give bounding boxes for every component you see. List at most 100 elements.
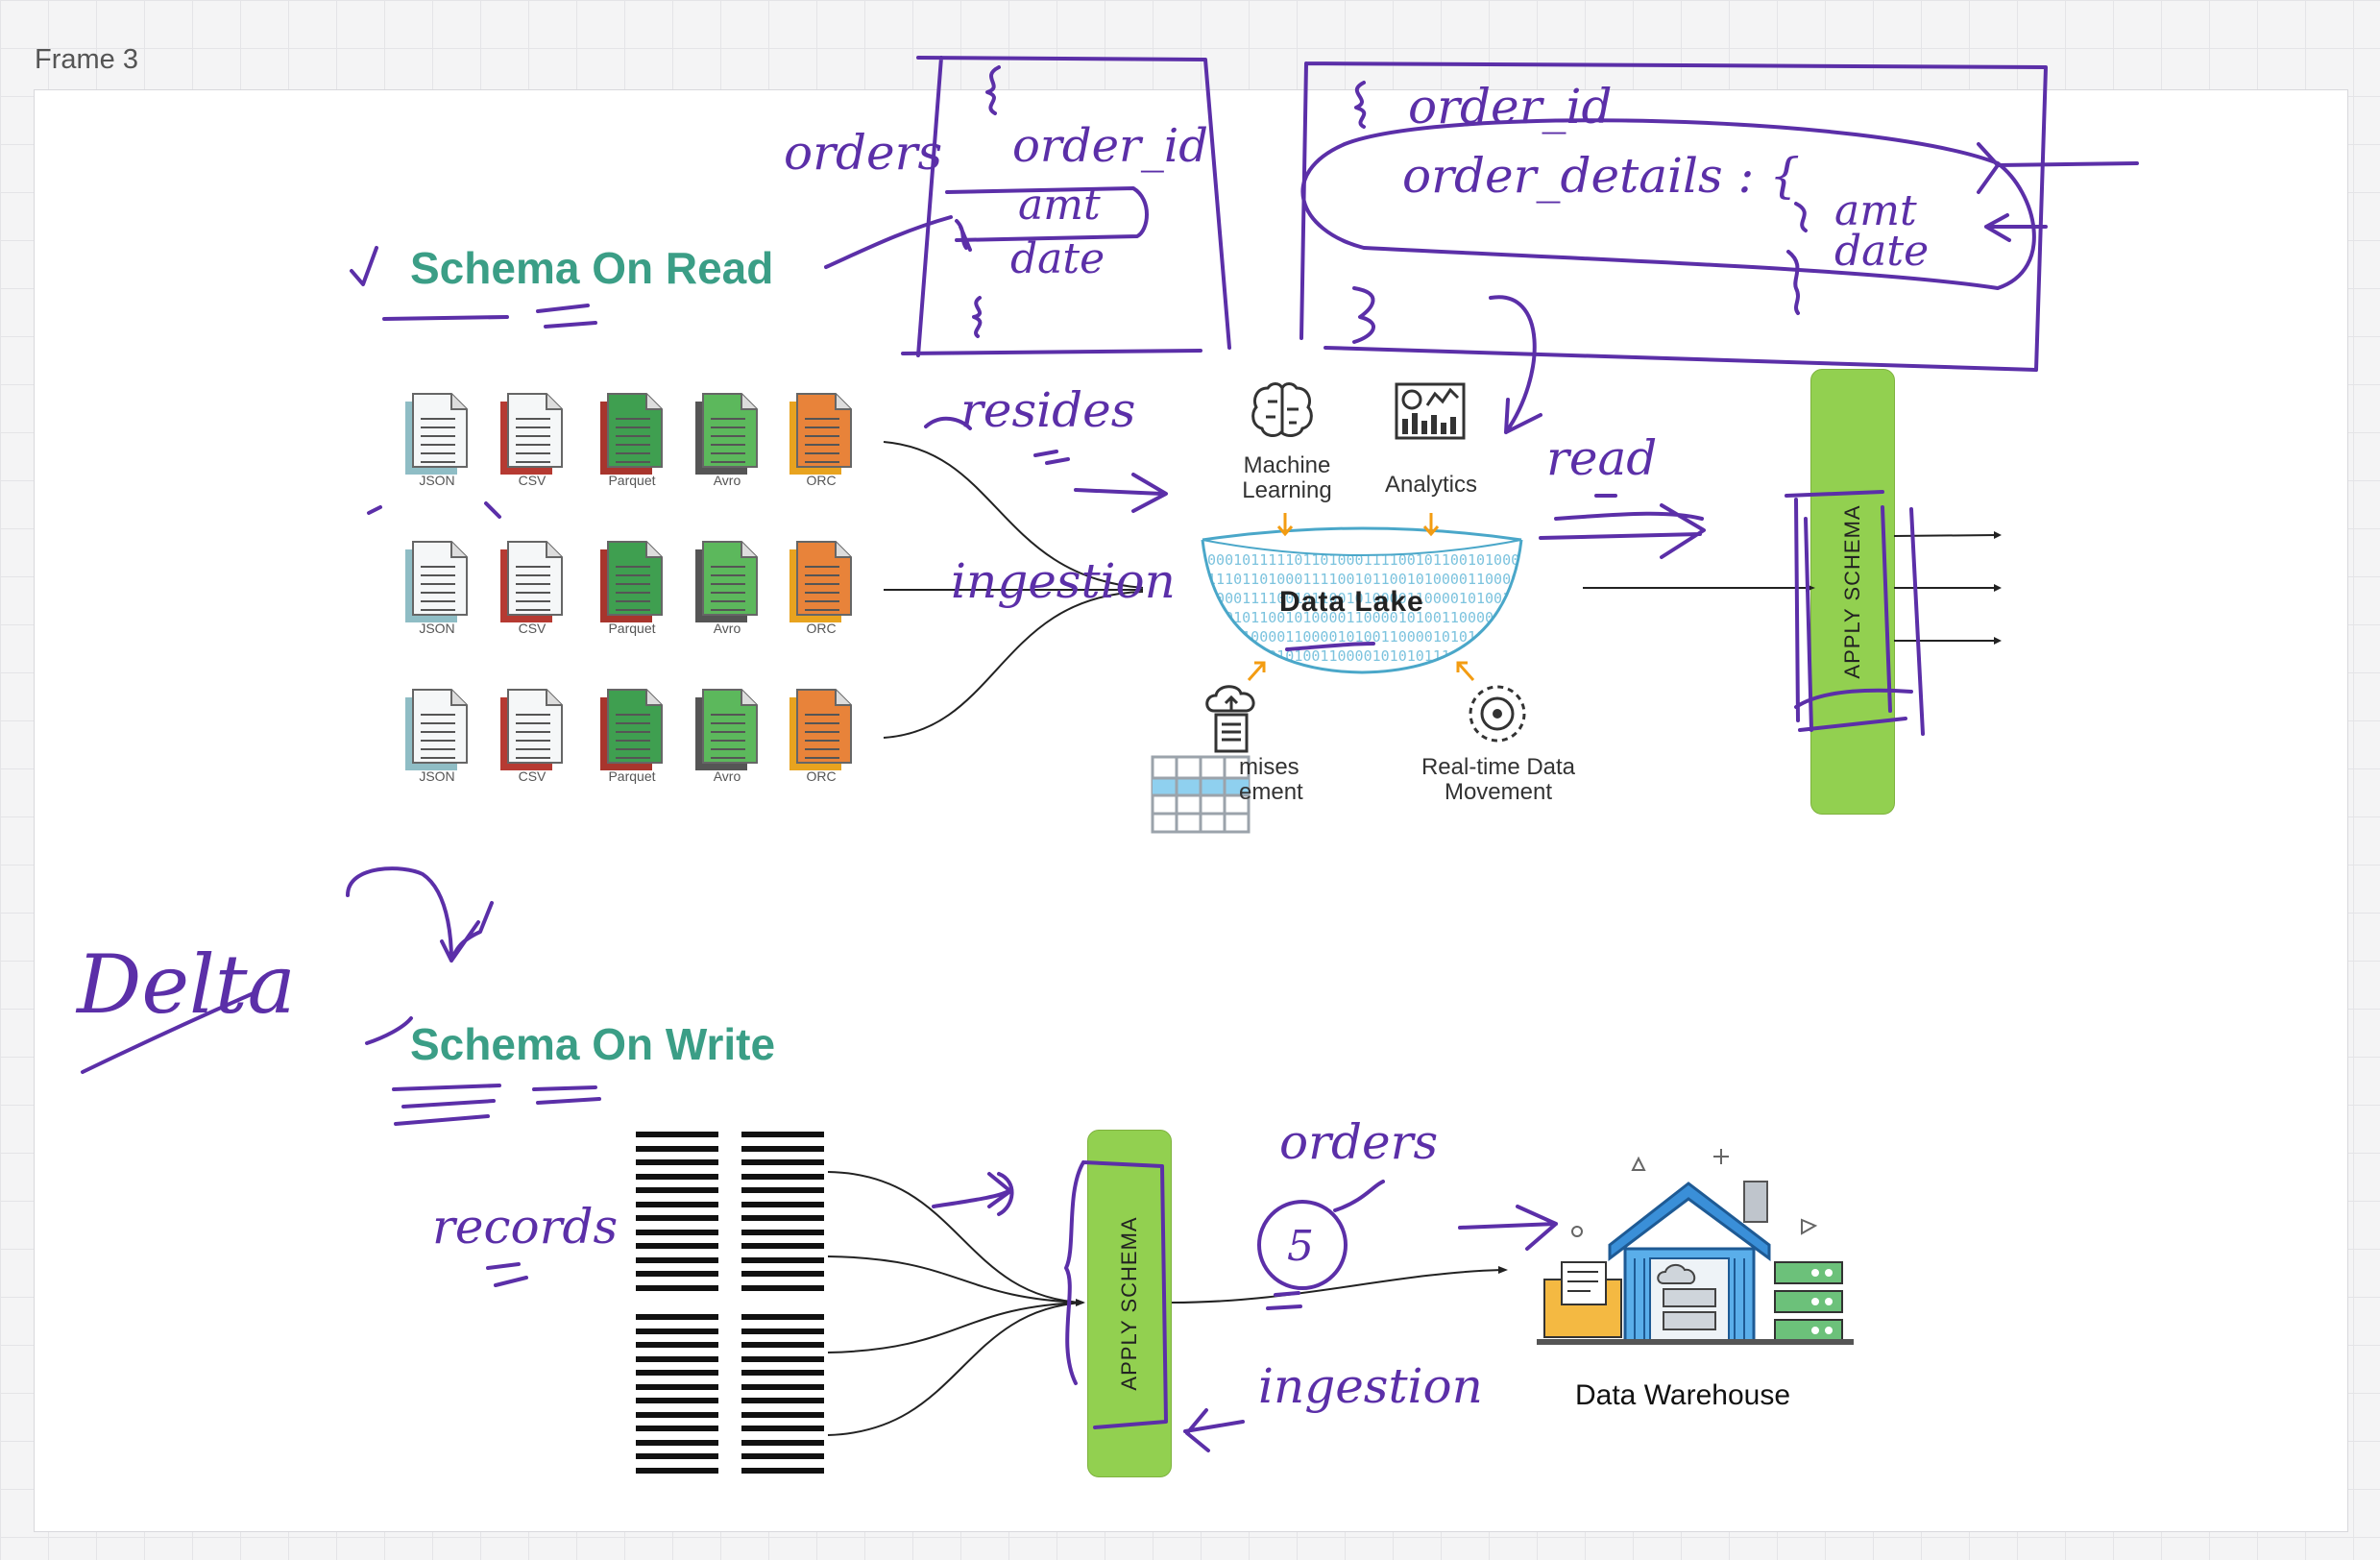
table-icon <box>1151 755 1251 834</box>
svg-text:000010111110110100011110010110: 0000101111101101000111100101100101000011 <box>1199 551 1525 569</box>
orc-file-label: ORC <box>806 473 837 488</box>
record-line <box>636 1370 718 1376</box>
record-line <box>636 1145 718 1152</box>
json-file-label: JSON <box>419 768 455 784</box>
record-line <box>741 1328 824 1334</box>
csv-file-label: CSV <box>518 621 546 636</box>
json-file-icon <box>405 393 468 475</box>
csv-file-label: CSV <box>518 768 546 784</box>
avro-file-icon <box>695 541 758 622</box>
json-file-label: JSON <box>419 473 455 488</box>
record-line <box>741 1187 824 1193</box>
signal-icon <box>1469 685 1526 743</box>
warehouse-icon <box>1537 1149 1854 1345</box>
avro-file-icon <box>695 393 758 475</box>
record-line <box>741 1132 824 1137</box>
record-line <box>741 1314 824 1320</box>
record-line <box>741 1159 824 1165</box>
parquet-file-icon <box>600 689 663 770</box>
record-line <box>741 1201 824 1207</box>
record-line <box>741 1398 824 1403</box>
schema-on-write-title: Schema On Write <box>410 1019 776 1069</box>
record-line <box>741 1383 824 1390</box>
record-line <box>636 1271 718 1277</box>
record-line <box>636 1201 718 1207</box>
record-line <box>741 1229 824 1235</box>
record-line <box>741 1467 824 1474</box>
record-line <box>741 1355 824 1362</box>
dashboard-icon <box>1395 382 1466 440</box>
parquet-file-icon <box>600 393 663 475</box>
cloud-upload-icon <box>1205 685 1255 753</box>
parquet-file-label: Parquet <box>608 768 656 784</box>
csv-file-label: CSV <box>518 473 546 488</box>
brain-icon <box>1251 382 1313 437</box>
avro-file-label: Avro <box>713 768 741 784</box>
record-line <box>636 1328 718 1334</box>
record-line <box>636 1426 718 1431</box>
record-line <box>636 1355 718 1362</box>
record-line <box>741 1256 824 1263</box>
record-line <box>636 1383 718 1390</box>
apply-schema-read-label: APPLY SCHEMA <box>1840 504 1864 679</box>
avro-file-icon <box>695 689 758 770</box>
record-line <box>636 1173 718 1180</box>
realtime-label: Real-time Data Movement <box>1421 754 1576 806</box>
record-line <box>741 1271 824 1277</box>
record-line <box>636 1439 718 1446</box>
svg-text:110010110010100001100001010011: 1100101100101000011000010100110000101010 <box>1199 609 1525 626</box>
svg-text:010001111001011001010000110000: 0100011110010110010100001100001010011000 <box>1199 590 1525 607</box>
record-line <box>741 1173 824 1180</box>
orc-file-icon <box>789 393 852 475</box>
record-line <box>636 1187 718 1193</box>
record-line <box>636 1132 718 1137</box>
record-line <box>741 1439 824 1446</box>
record-line <box>741 1426 824 1431</box>
record-line <box>636 1215 718 1221</box>
record-line <box>636 1229 718 1235</box>
data-warehouse-label: Data Warehouse <box>1575 1379 1791 1411</box>
record-line <box>741 1411 824 1418</box>
frame-label[interactable]: Frame 3 <box>35 44 138 75</box>
lake-bowl-icon: 0000101111101101000111100101100101000011… <box>1199 526 1525 674</box>
csv-file-icon <box>500 541 563 622</box>
record-line <box>741 1453 824 1459</box>
csv-file-icon <box>500 393 563 475</box>
record-line <box>636 1314 718 1320</box>
record-line <box>741 1284 824 1291</box>
record-line <box>636 1467 718 1474</box>
ml-label: Machine Learning <box>1242 452 1332 504</box>
json-file-icon <box>405 541 468 622</box>
record-line <box>636 1453 718 1459</box>
record-line <box>741 1215 824 1221</box>
orc-file-label: ORC <box>806 621 837 636</box>
apply-schema-read-column[interactable]: APPLY SCHEMA <box>1810 369 1895 815</box>
record-line <box>636 1411 718 1418</box>
apply-schema-write-column[interactable]: APPLY SCHEMA <box>1087 1130 1172 1477</box>
record-line <box>741 1342 824 1348</box>
json-file-icon <box>405 689 468 770</box>
apply-schema-write-label: APPLY SCHEMA <box>1117 1216 1141 1391</box>
record-line <box>741 1243 824 1249</box>
avro-file-label: Avro <box>713 473 741 488</box>
orc-file-icon <box>789 541 852 622</box>
orc-file-label: ORC <box>806 768 837 784</box>
json-file-label: JSON <box>419 621 455 636</box>
svg-text:100101000011000010100110000101: 1001010000110000101001100001010101110110 <box>1199 628 1525 646</box>
record-line <box>741 1370 824 1376</box>
record-line <box>636 1342 718 1348</box>
parquet-file-label: Parquet <box>608 621 656 636</box>
record-line <box>636 1256 718 1263</box>
record-line <box>636 1159 718 1165</box>
parquet-file-icon <box>600 541 663 622</box>
orc-file-icon <box>789 689 852 770</box>
data-lake-title: Data Lake <box>1279 586 1424 618</box>
record-line <box>636 1398 718 1403</box>
record-line <box>636 1243 718 1249</box>
svg-text:111101101000111100101100101000: 1111011010001111001011001010000110000101 <box>1199 571 1525 588</box>
csv-file-icon <box>500 689 563 770</box>
record-line <box>741 1145 824 1152</box>
parquet-file-label: Parquet <box>608 473 656 488</box>
onprem-label: mises ement <box>1239 754 1303 806</box>
